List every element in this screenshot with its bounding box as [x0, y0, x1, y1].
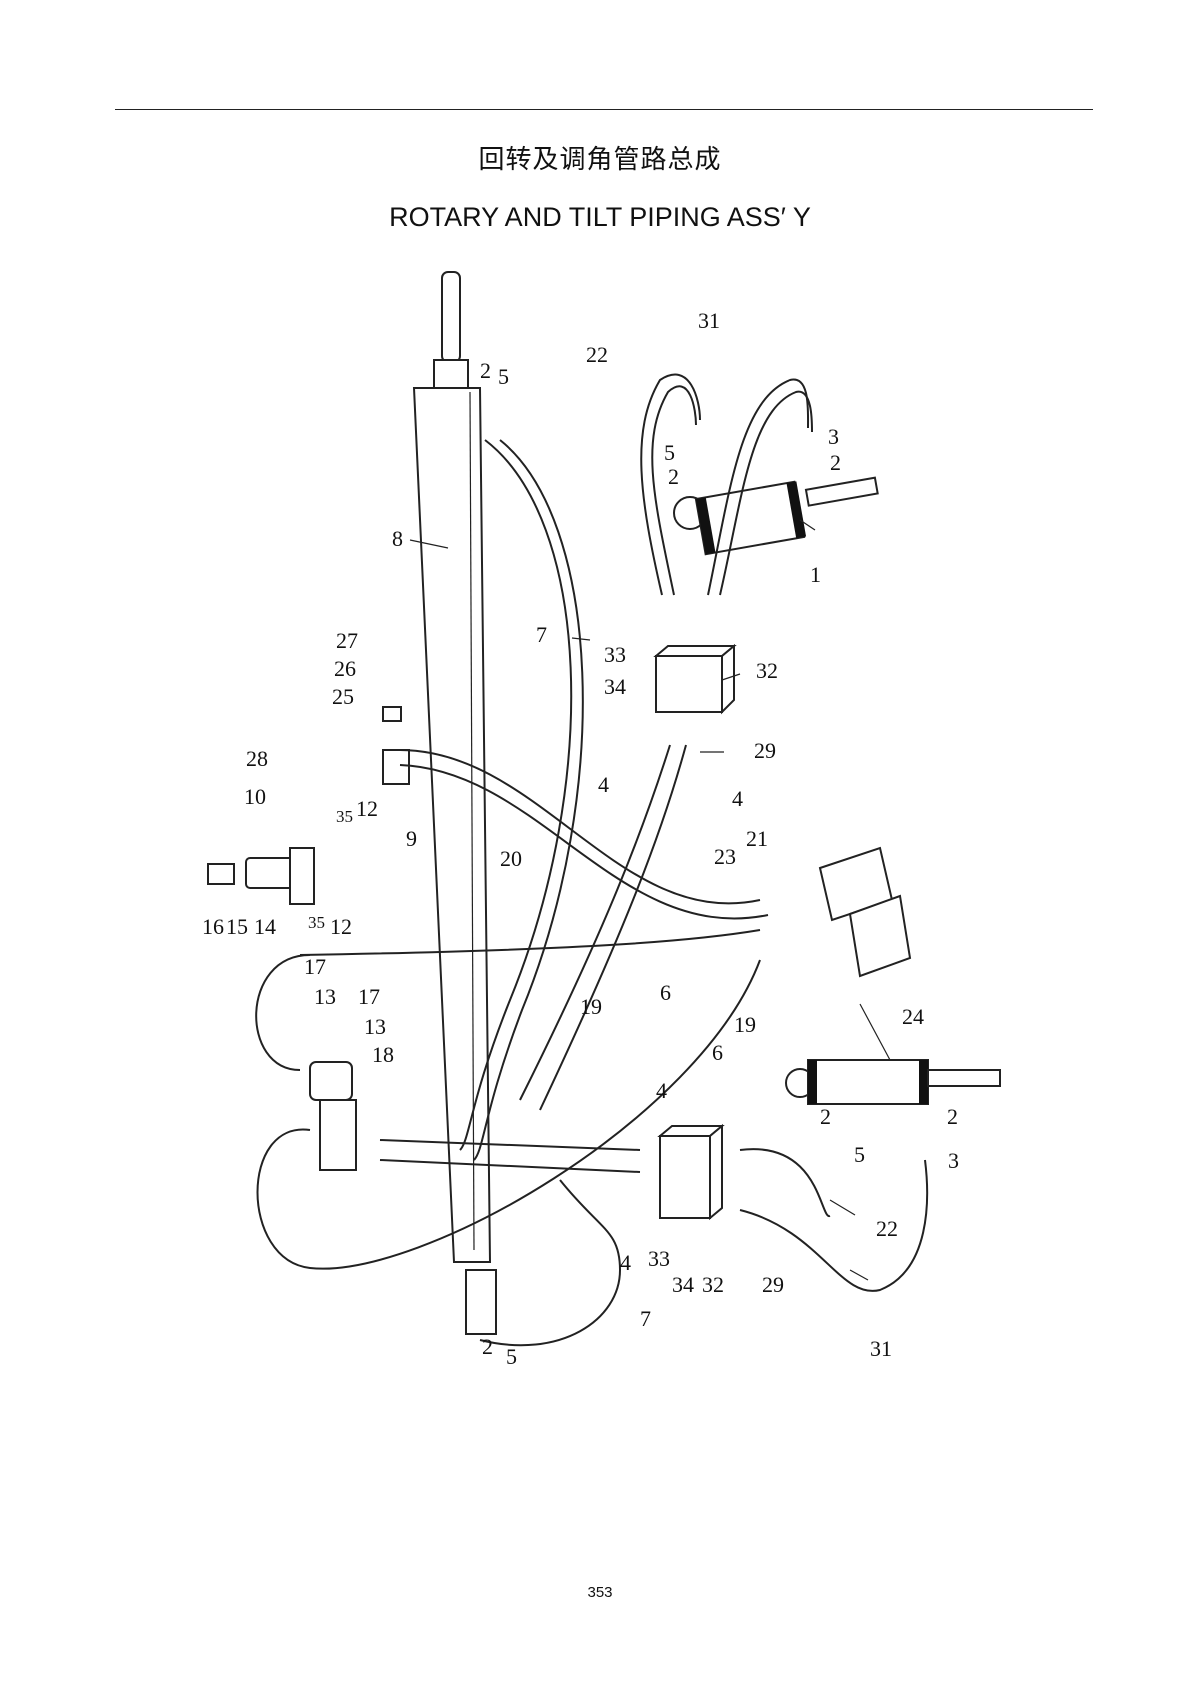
callout-1: 1 — [810, 562, 821, 587]
page-number: 353 — [587, 1584, 613, 1601]
callout-33: 33 — [604, 642, 626, 667]
callout-2: 2 — [820, 1104, 831, 1129]
callout-24: 24 — [902, 1004, 924, 1029]
swing-motor — [207, 847, 315, 905]
callout-4: 4 — [656, 1078, 667, 1103]
callout-35: 35 — [308, 913, 325, 932]
callout-3: 3 — [948, 1148, 959, 1173]
callout-labels: 1 2 2 2 2 2 2 3 3 4 4 4 4 5 5 5 5 6 6 7 … — [202, 308, 959, 1369]
callout-22: 22 — [586, 342, 608, 367]
callout-14: 14 — [254, 914, 276, 939]
callout-27: 27 — [336, 628, 358, 653]
callout-7: 7 — [536, 622, 547, 647]
callout-22: 22 — [876, 1216, 898, 1241]
hose-clamp-block — [382, 706, 410, 785]
callout-13: 13 — [364, 1014, 386, 1039]
leader-lines — [409, 519, 891, 1281]
rotary-joint — [309, 1061, 357, 1171]
callout-34: 34 — [604, 674, 626, 699]
callout-2: 2 — [830, 450, 841, 475]
callout-2: 2 — [947, 1104, 958, 1129]
upper-valve-block — [653, 643, 737, 715]
callout-18: 18 — [372, 1042, 394, 1067]
callout-17: 17 — [358, 984, 380, 1009]
title-english: ROTARY AND TILT PIPING ASS′ Y — [389, 202, 811, 232]
title-chinese: 回转及调角管路总成 — [478, 145, 722, 175]
callout-34: 34 — [672, 1272, 694, 1297]
callout-2: 2 — [482, 1334, 493, 1359]
upper-tilt-cylinder — [673, 476, 879, 556]
callout-19: 19 — [734, 1012, 756, 1037]
callout-33: 33 — [648, 1246, 670, 1271]
callout-4: 4 — [598, 772, 609, 797]
callout-17: 17 — [304, 954, 326, 979]
callout-8: 8 — [392, 526, 403, 551]
callout-15: 15 — [226, 914, 248, 939]
callout-2: 2 — [668, 464, 679, 489]
callout-6: 6 — [712, 1040, 723, 1065]
callout-20: 20 — [500, 846, 522, 871]
callout-21: 21 — [746, 826, 768, 851]
callout-2: 2 — [480, 358, 491, 383]
callout-19: 19 — [580, 994, 602, 1019]
callout-26: 26 — [334, 656, 356, 681]
callout-32: 32 — [702, 1272, 724, 1297]
main-cylinder — [412, 271, 497, 1335]
callout-6: 6 — [660, 980, 671, 1005]
callout-13: 13 — [314, 984, 336, 1009]
callout-12: 12 — [330, 914, 352, 939]
callout-7: 7 — [640, 1306, 651, 1331]
callout-32: 32 — [756, 658, 778, 683]
hose-lines — [255, 373, 929, 1347]
callout-5: 5 — [498, 364, 509, 389]
callout-29: 29 — [754, 738, 776, 763]
callout-5: 5 — [664, 440, 675, 465]
callout-31: 31 — [698, 308, 720, 333]
callout-9: 9 — [406, 826, 417, 851]
lower-valve-block — [657, 1123, 725, 1221]
header-rule — [115, 109, 1093, 110]
callout-5: 5 — [854, 1142, 865, 1167]
callout-12: 12 — [356, 796, 378, 821]
control-valve-bank — [818, 846, 912, 978]
callout-4: 4 — [732, 786, 743, 811]
callout-31: 31 — [870, 1336, 892, 1361]
lower-tilt-cylinder — [785, 1059, 1001, 1105]
callout-28: 28 — [246, 746, 268, 771]
callout-3: 3 — [828, 424, 839, 449]
callout-23: 23 — [714, 844, 736, 869]
callout-16: 16 — [202, 914, 224, 939]
callout-10: 10 — [244, 784, 266, 809]
callout-29: 29 — [762, 1272, 784, 1297]
callout-25: 25 — [332, 684, 354, 709]
callout-5: 5 — [506, 1344, 517, 1369]
callout-35: 35 — [336, 807, 353, 826]
callout-4: 4 — [620, 1250, 631, 1275]
